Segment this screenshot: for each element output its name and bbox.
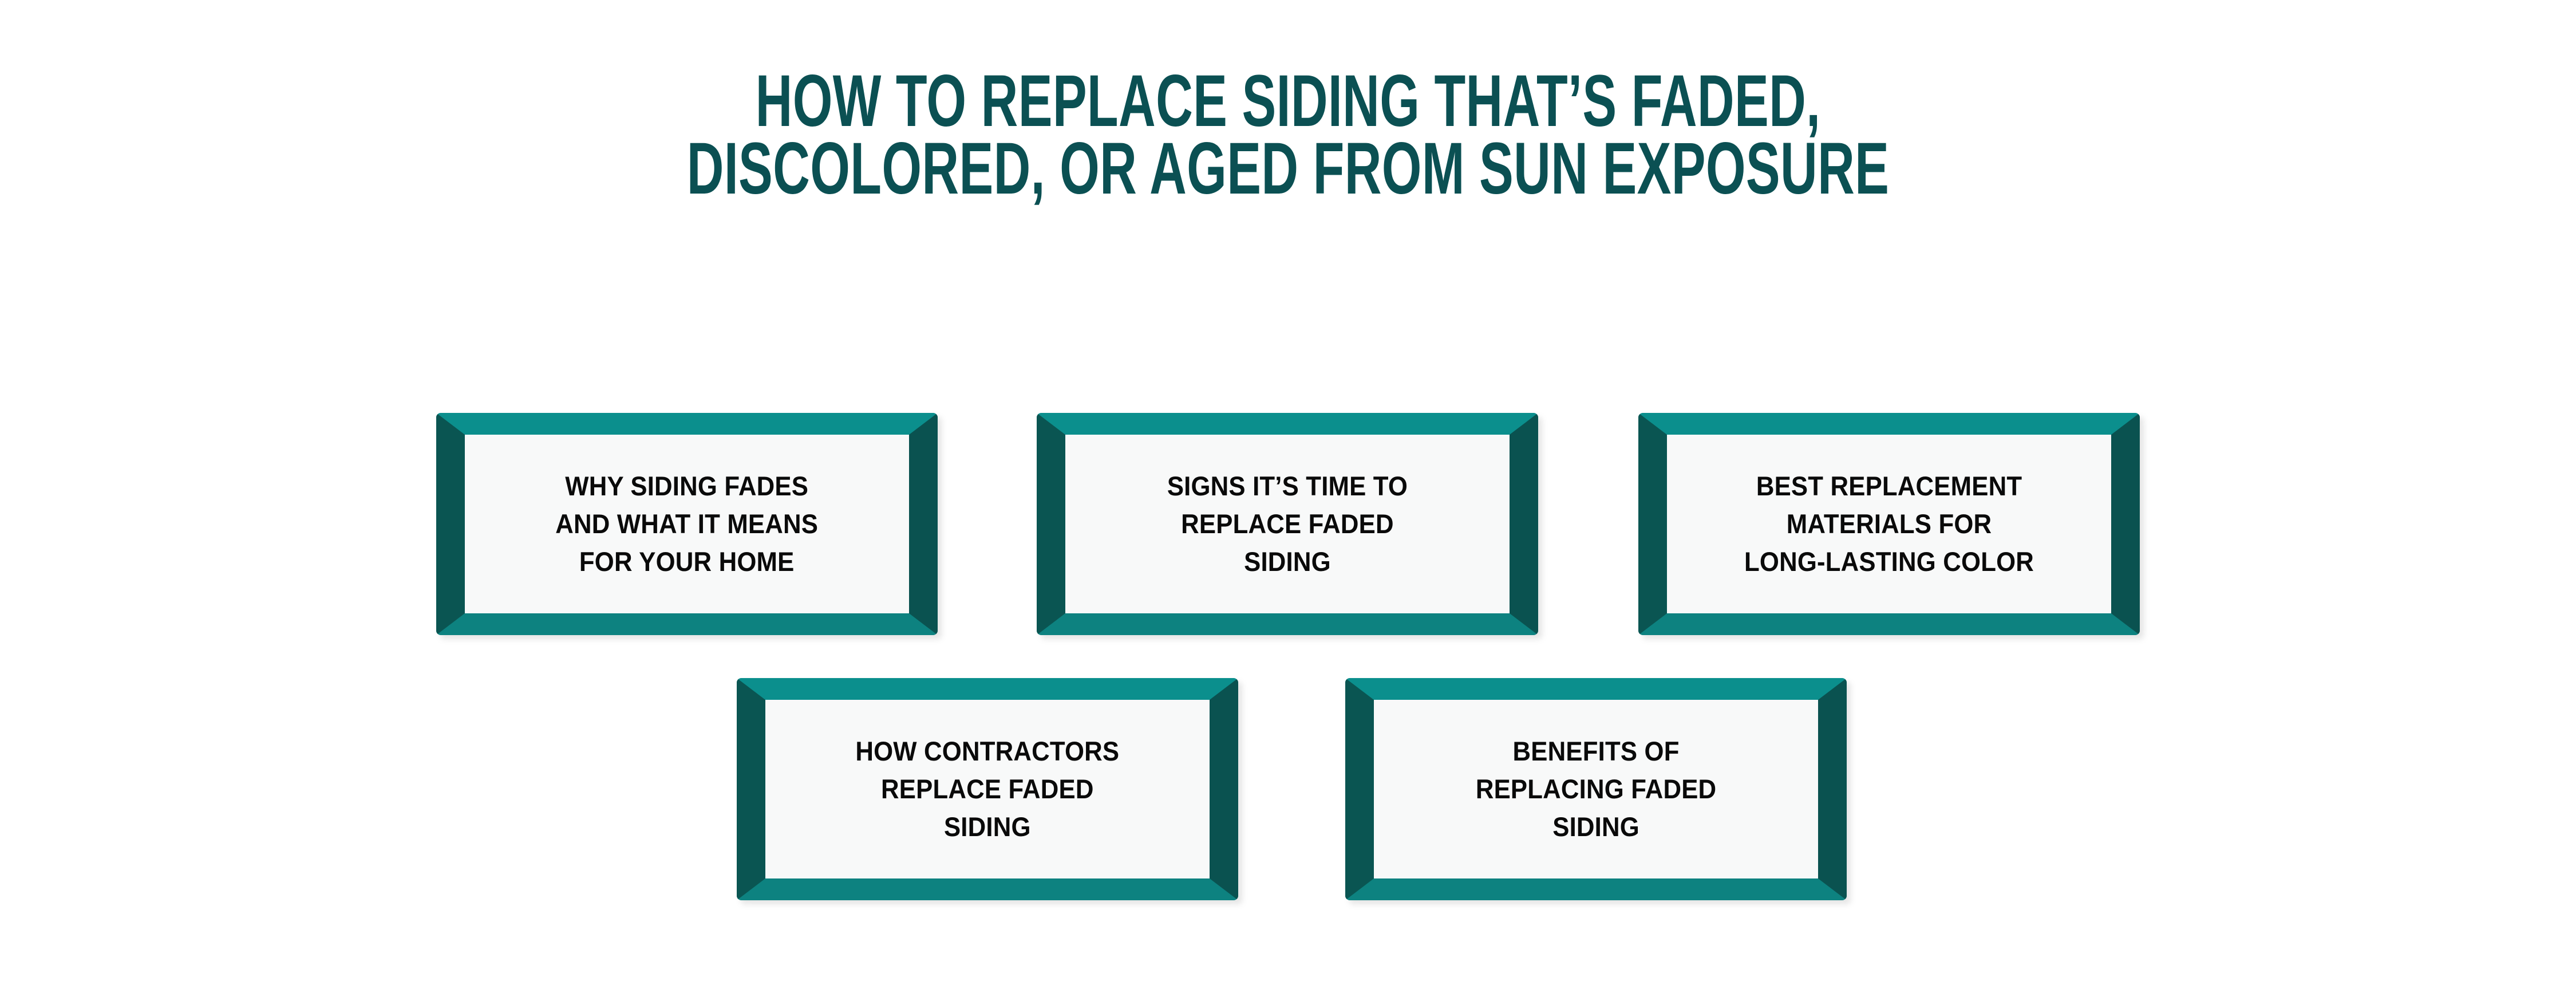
page-title-line-1: HOW TO REPLACE SIDING THAT’S FADED,: [755, 60, 1821, 142]
page-title: HOW TO REPLACE SIDING THAT’S FADED, DISC…: [0, 60, 2576, 210]
page-title-line-2: DISCOLORED, OR AGED FROM SUN EXPOSURE: [686, 128, 1890, 210]
